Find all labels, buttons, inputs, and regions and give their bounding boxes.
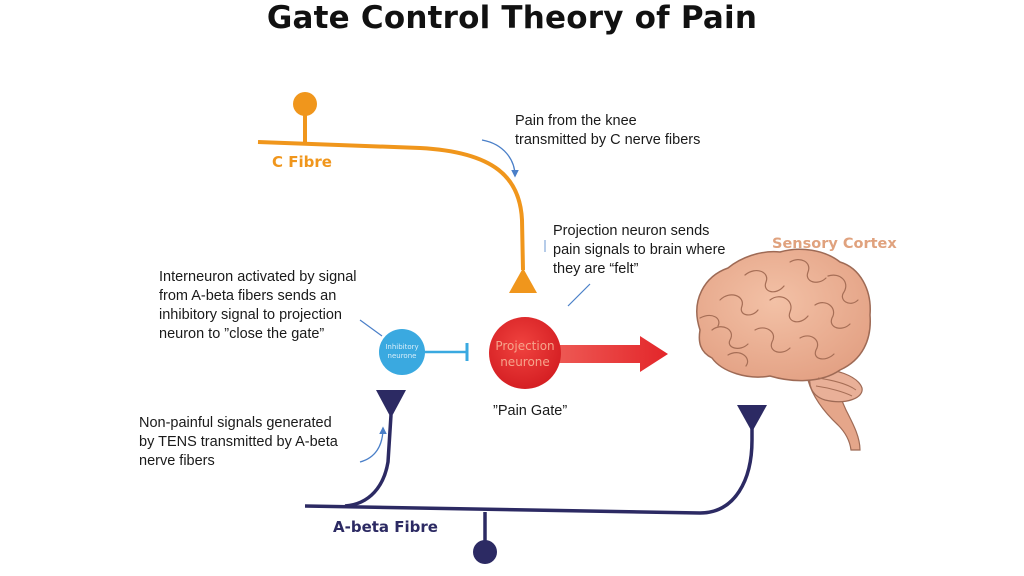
interneuron-annotation-line4: neuron to ”close the gate” — [159, 326, 325, 342]
projection-annotation: Projection neuron sends pain signals to … — [553, 222, 726, 279]
a-beta-terminal-right — [737, 405, 767, 432]
pain-gate-label: ”Pain Gate” — [493, 403, 568, 419]
knee-annotation-line1: Pain from the knee — [515, 113, 637, 129]
projection-annotation-line3: they are “felt” — [553, 261, 639, 277]
interneuron-pointer-line — [359, 319, 383, 337]
c-fibre-axon — [257, 140, 525, 271]
inhibitory-connection — [420, 343, 469, 361]
inhibitory-label-line1: Inhibitory — [385, 343, 419, 351]
cerebellum-folds — [815, 377, 857, 397]
a-beta-fibre-cell-body — [473, 540, 497, 564]
pointer-arrows — [359, 139, 591, 463]
tens-annotation-line3: nerve fibers — [139, 453, 215, 469]
a-beta-terminal-left — [376, 390, 406, 418]
a-beta-fibre-label: A-beta Fibre — [333, 518, 438, 536]
tens-annotation-line2: by TENS transmitted by A-beta — [139, 434, 338, 450]
projection-neurone-label: Projection neurone — [489, 338, 561, 370]
knee-annotation-line2: transmitted by C nerve fibers — [515, 132, 701, 148]
a-beta-fibre-branch — [344, 414, 393, 508]
c-fibre-label: C Fibre — [272, 153, 332, 171]
inhibitory-neurone-label: Inhibitory neurone — [380, 343, 424, 361]
projection-neurone — [489, 317, 561, 389]
brain-illustration — [696, 248, 871, 451]
interneuron-annotation-line3: inhibitory signal to projection — [159, 307, 342, 323]
brain-gyri — [699, 259, 859, 367]
c-fibre — [257, 92, 537, 293]
interneuron-annotation-line2: from A-beta fibers sends an — [159, 288, 337, 304]
c-fibre-terminal — [509, 268, 537, 293]
projection-label-line1: Projection — [495, 339, 555, 353]
projection-annotation-line2: pain signals to brain where — [553, 242, 726, 258]
page-title: Gate Control Theory of Pain — [266, 0, 758, 36]
projection-pointer-line — [567, 283, 591, 307]
inhibitory-label-line2: neurone — [387, 352, 417, 360]
projection-annotation-line1: Projection neuron sends — [553, 223, 710, 239]
knee-annotation: Pain from the knee transmitted by C nerv… — [515, 112, 700, 150]
a-beta-fibre — [304, 390, 767, 564]
tens-annotation-line1: Non-painful signals generated — [139, 415, 332, 431]
projection-output-arrow — [555, 336, 668, 372]
interneuron-annotation-line1: Interneuron activated by signal — [159, 269, 357, 285]
tens-pointer-arrow — [359, 426, 387, 463]
interneuron-annotation: Interneuron activated by signal from A-b… — [159, 268, 357, 344]
tens-annotation: Non-painful signals generated by TENS tr… — [139, 414, 338, 471]
c-fibre-cell-body — [293, 92, 317, 116]
a-beta-fibre-axon — [304, 420, 754, 515]
inhibitory-neurone — [379, 329, 425, 375]
projection-label-line2: neurone — [500, 355, 550, 369]
sensory-cortex-label: Sensory Cortex — [772, 236, 897, 252]
knee-pointer-arrow — [481, 139, 519, 178]
